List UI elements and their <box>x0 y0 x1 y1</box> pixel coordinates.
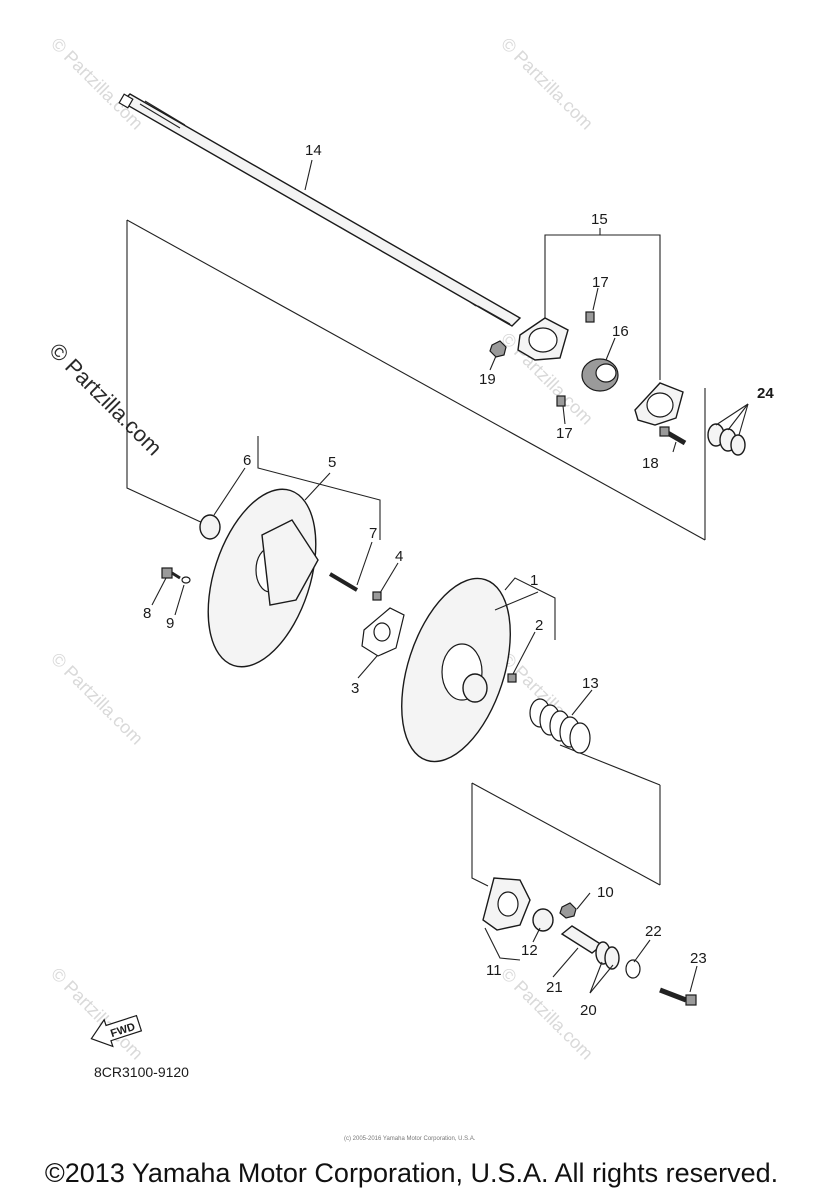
washers-20-part <box>595 941 620 970</box>
screw-4-part <box>372 591 382 601</box>
assembly-frame <box>126 219 706 887</box>
callout-22: 22 <box>645 923 662 940</box>
callout-15: 15 <box>591 211 608 228</box>
bearing-16-part <box>581 358 619 392</box>
screw-2-part <box>507 673 517 683</box>
callout-9: 9 <box>166 615 174 632</box>
nut-10-part <box>559 902 577 919</box>
cam-11-part <box>482 877 531 931</box>
callout-labels: 14 15 17 16 19 24 17 18 6 5 7 4 1 8 9 2 … <box>143 142 774 1019</box>
bolt-7-part <box>328 572 359 592</box>
callout-4: 4 <box>395 548 403 565</box>
callout-7: 7 <box>369 525 377 542</box>
callout-24: 24 <box>757 385 774 402</box>
callout-12: 12 <box>521 942 538 959</box>
leader-lines <box>151 159 749 994</box>
sliding-sheave-part <box>207 488 319 668</box>
fwd-arrow: FWD <box>90 1014 143 1048</box>
watermark-text: © Partzilla.com <box>47 964 147 1064</box>
bolt-18-part <box>659 426 687 446</box>
washer-9-part <box>181 576 191 584</box>
callout-11: 11 <box>486 962 502 979</box>
side-watermark: © Partzilla.com <box>44 338 167 461</box>
spring-13-part <box>529 698 591 754</box>
callout-3: 3 <box>351 680 359 697</box>
collar-6-part <box>199 514 221 540</box>
bolt-23-part <box>659 987 697 1006</box>
copyright-footer: ©2013 Yamaha Motor Corporation, U.S.A. A… <box>44 1158 779 1188</box>
callout-23: 23 <box>690 950 707 967</box>
nut-19-part <box>489 340 507 358</box>
small-credit: (c) 2005-2016 Yamaha Motor Corporation, … <box>344 1136 476 1142</box>
washer-22-part <box>625 959 641 979</box>
fixed-sheave-part <box>401 577 511 763</box>
bearing-housing-left <box>517 317 569 361</box>
callout-2: 2 <box>535 617 543 634</box>
callout-13: 13 <box>582 675 599 692</box>
watermark-text: © Partzilla.com <box>47 34 147 134</box>
drive-shaft-part <box>118 93 522 327</box>
callout-10: 10 <box>597 884 614 901</box>
gasket-3-part <box>361 607 405 657</box>
callout-19: 19 <box>479 371 496 388</box>
callout-8: 8 <box>143 605 151 622</box>
seals-24-part <box>707 423 746 456</box>
bearing-housing-right <box>634 382 684 426</box>
set-screws-17 <box>556 311 595 407</box>
callout-16: 16 <box>612 323 629 340</box>
callout-6: 6 <box>243 452 251 469</box>
callout-20: 20 <box>580 1002 597 1019</box>
callout-18: 18 <box>642 455 659 472</box>
bushing-12-part <box>532 908 554 932</box>
callout-5: 5 <box>328 454 336 471</box>
callout-1: 1 <box>530 572 538 589</box>
callout-17-bottom: 17 <box>556 425 573 442</box>
watermark-text: © Partzilla.com <box>47 649 147 749</box>
diagram-code: 8CR3100-9120 <box>94 1064 189 1080</box>
callout-14: 14 <box>305 142 322 159</box>
callout-21: 21 <box>546 979 563 996</box>
watermark-text: © Partzilla.com <box>497 34 597 134</box>
bolt-8-part <box>161 567 181 580</box>
callout-17-top: 17 <box>592 274 609 291</box>
